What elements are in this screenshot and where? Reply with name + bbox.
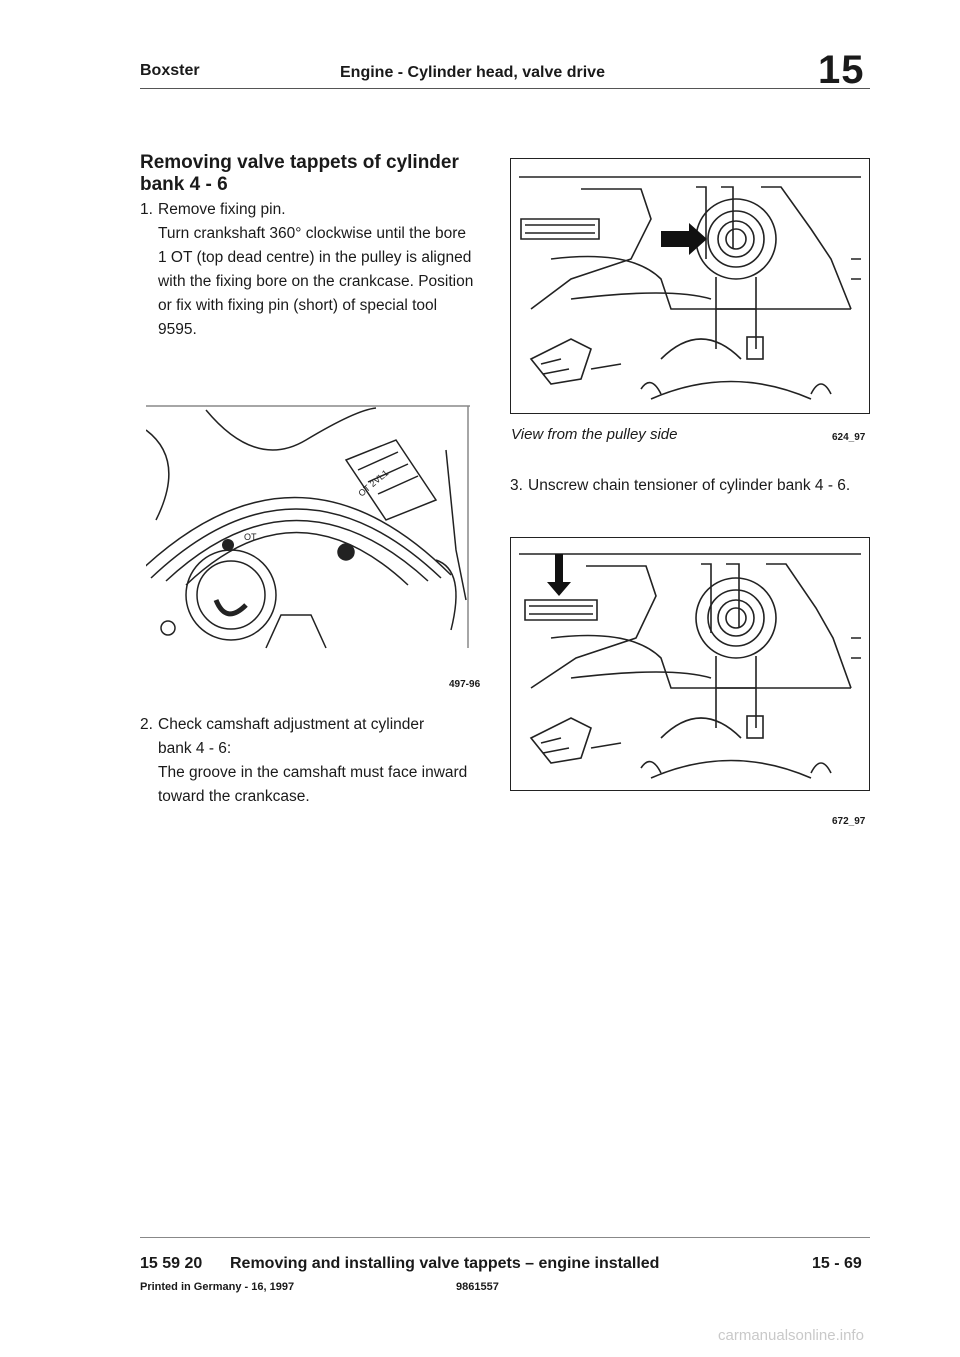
step-body: Remove fixing pin. Turn crankshaft 360° …	[158, 198, 473, 342]
header-title: Engine - Cylinder head, valve drive	[340, 64, 605, 81]
footer-part-number: 9861557	[456, 1281, 499, 1293]
step-body: Unscrew chain tensioner of cylinder bank…	[528, 474, 850, 498]
step-line: Unscrew chain tensioner of cylinder bank…	[528, 477, 851, 494]
footer-page-number: 15 - 69	[812, 1255, 862, 1272]
figure-chain-tensioner-view	[510, 158, 870, 414]
arrow-icon	[661, 223, 707, 255]
step-line: Turn crankshaft 360° clockwise until the…	[158, 225, 467, 242]
footer-code: 15 59 20	[140, 1255, 203, 1272]
figure-2-ref: 497-96	[449, 679, 481, 690]
footer-title: Removing and installing valve tappets – …	[230, 1255, 660, 1272]
step-line: toward the crankcase.	[158, 788, 310, 805]
step-line: The groove in the camshaft must face inw…	[158, 764, 468, 781]
step-line: Remove fixing pin.	[158, 201, 286, 218]
figure-1-drawing	[519, 176, 861, 400]
step-2: 2. Check camshaft adjustment at cylinder…	[140, 713, 480, 805]
figure-1-ref: 624_97	[832, 432, 866, 443]
step-number: 2.	[140, 716, 153, 733]
section-title-line2: bank 4 - 6	[140, 174, 228, 195]
header-model: Boxster	[140, 62, 200, 79]
arrow-down-icon	[547, 554, 571, 596]
step-body: Check camshaft adjustment at cylinder ba…	[158, 713, 467, 809]
footer-printed: Printed in Germany - 16, 1997	[140, 1281, 295, 1293]
step-line: with the fixing bore on the crankcase. P…	[158, 273, 474, 290]
step-line: Check camshaft adjustment at cylinder	[158, 716, 425, 733]
section-title: Removing valve tappets of cylinder bank …	[140, 152, 480, 196]
step-1: 1. Remove fixing pin. Turn crankshaft 36…	[140, 198, 480, 358]
ot-mark-label: OT	[244, 532, 257, 542]
figure-1-caption: View from the pulley side	[511, 426, 678, 443]
header-group-number: 15	[818, 48, 865, 92]
step-line: or fix with fixing pin (short) of specia…	[158, 297, 438, 314]
footer-rule	[140, 1237, 870, 1238]
step-number: 1.	[140, 201, 153, 218]
step-line: 1 OT (top dead centre) in the pulley is …	[158, 249, 472, 266]
figure-3-drawing	[519, 553, 861, 779]
watermark[interactable]: carmanualsonline.info	[718, 1327, 864, 1344]
step-3: 3. Unscrew chain tensioner of cylinder b…	[510, 474, 890, 504]
figure-2-drawing: OT OT 2VL1	[146, 405, 470, 649]
step-line: 9595.	[158, 321, 197, 338]
figure-pulley-ot-mark: OT OT 2VL1	[146, 400, 470, 650]
figure-3-ref: 672_97	[832, 816, 866, 827]
header-rule	[140, 88, 870, 89]
step-line: bank 4 - 6:	[158, 740, 232, 757]
section-title-line1: Removing valve tappets of cylinder	[140, 152, 459, 173]
step-number: 3.	[510, 477, 523, 494]
figure-unscrew-chain-tensioner	[510, 537, 870, 791]
